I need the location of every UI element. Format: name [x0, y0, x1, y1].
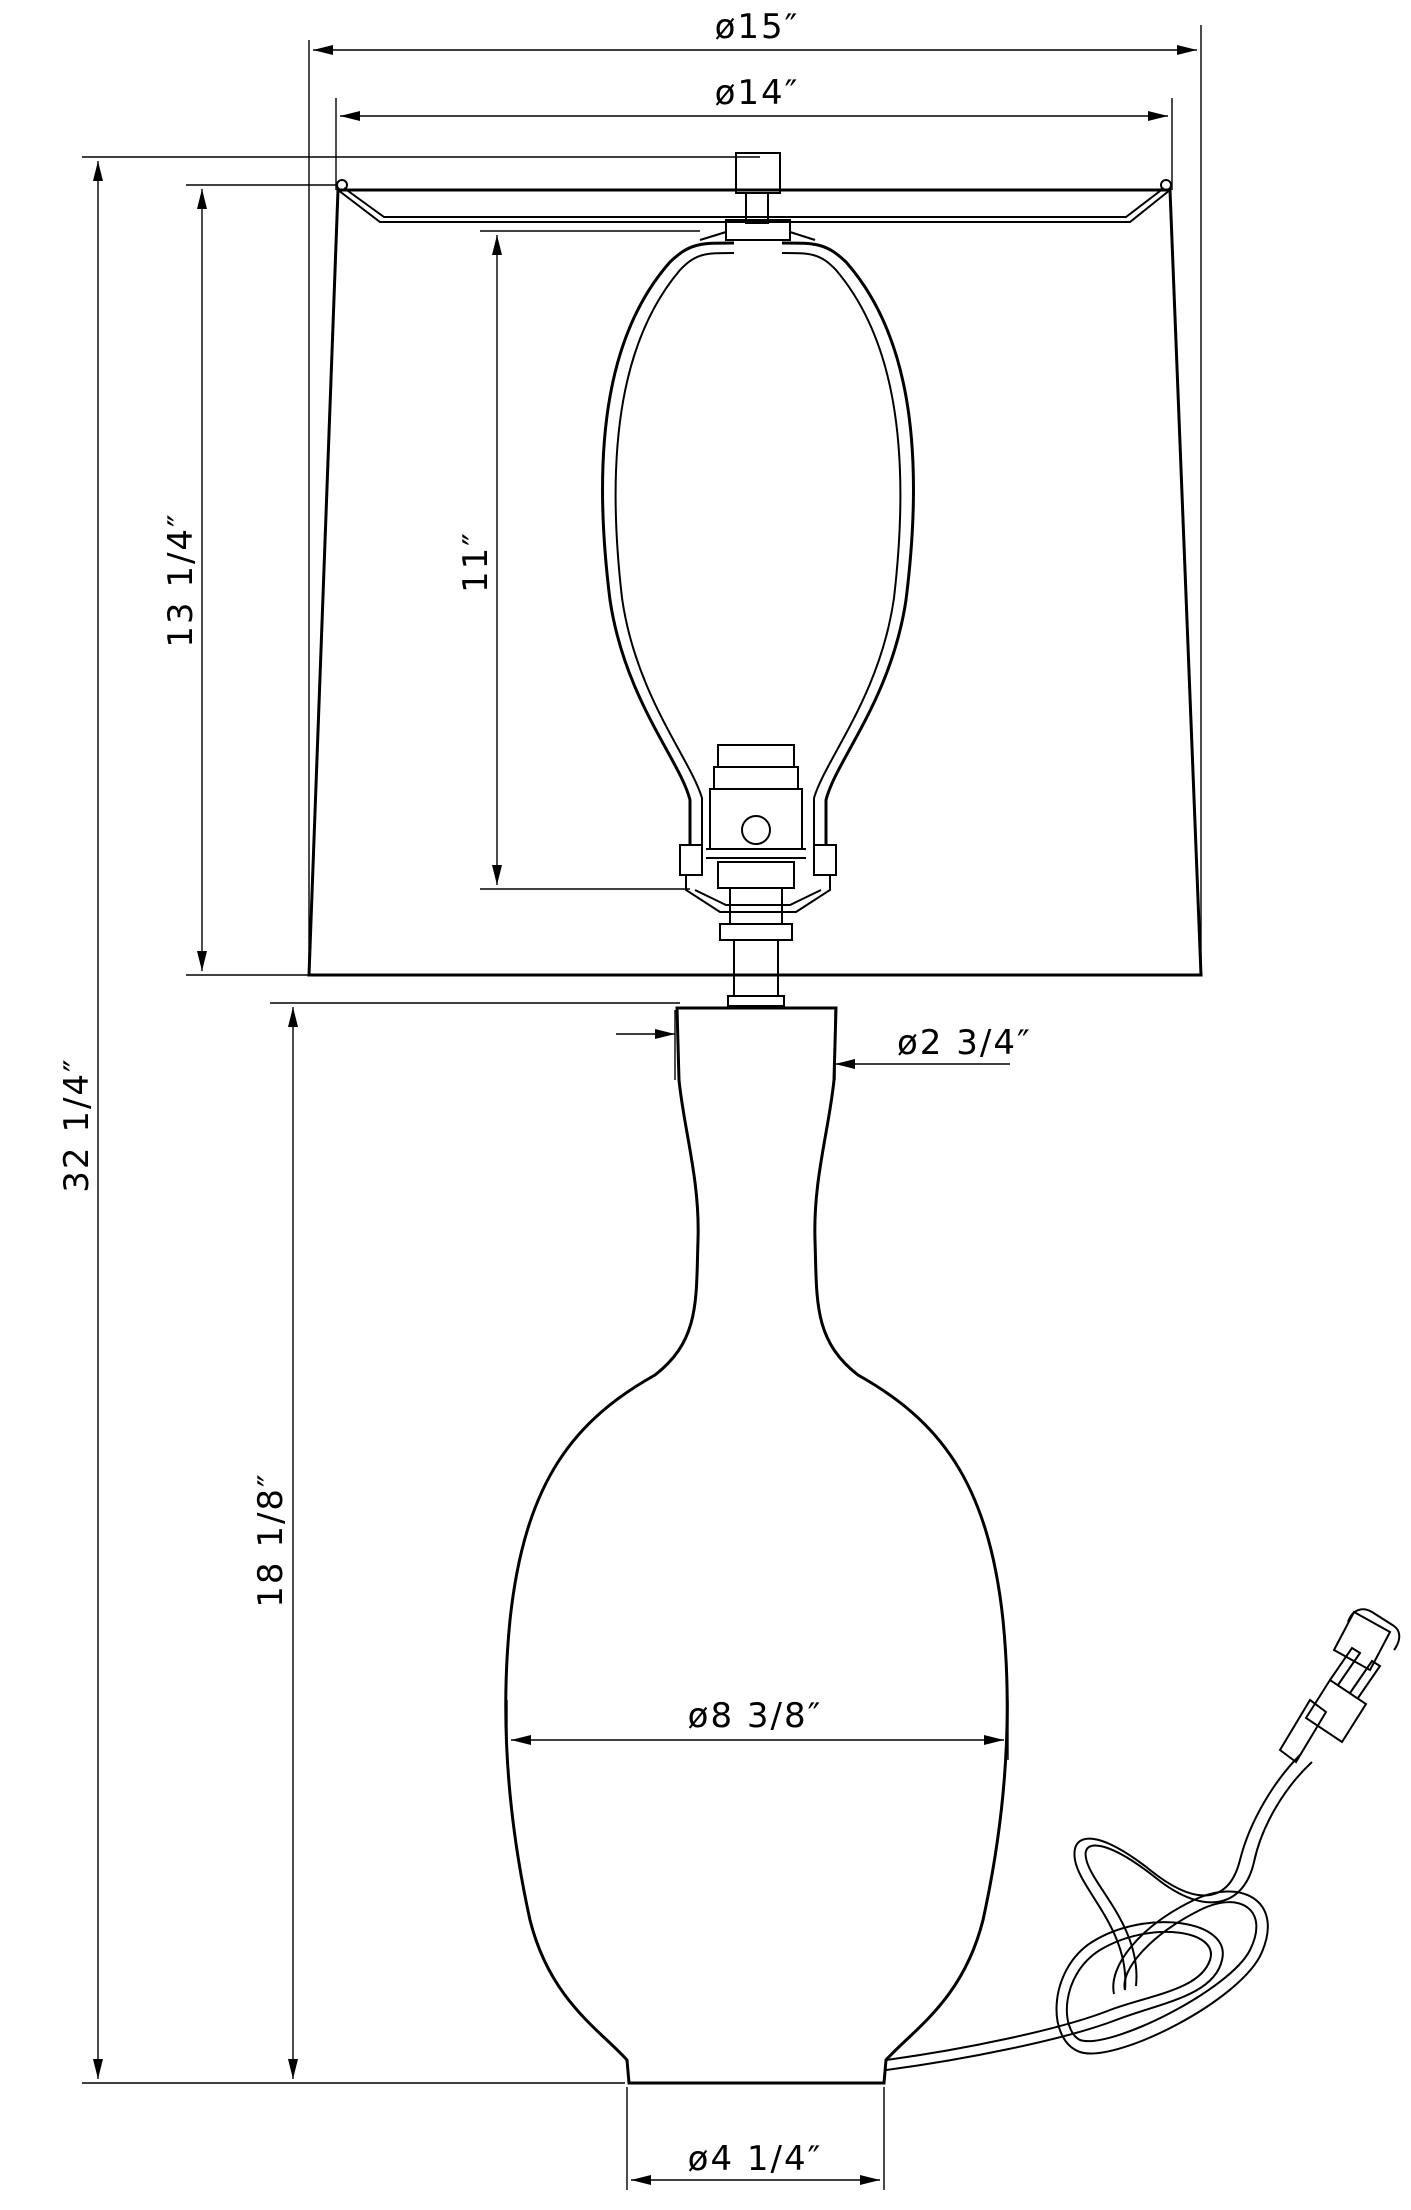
power-cord	[885, 1754, 1313, 2071]
lamp-base-body	[504, 1006, 1009, 2085]
dim-shade-inner-diameter: ø14″	[335, 73, 1173, 190]
dim-neck-diameter: ø2 3/4″	[616, 1010, 1032, 1080]
dim-body-diameter: ø8 3/8″	[506, 1696, 1009, 1760]
neck-diameter-label: ø2 3/4″	[897, 1023, 1032, 1063]
base-height-label: 18 1/8″	[251, 1472, 291, 1608]
shade-inner-diameter-label: ø14″	[715, 73, 800, 113]
lamp-neck-pipe	[719, 923, 793, 1007]
lamp-shade	[307, 179, 1203, 977]
body-diameter-label: ø8 3/8″	[688, 1696, 823, 1736]
dim-base-height: 18 1/8″	[251, 1002, 680, 2079]
shade-top-diameter-label: ø15″	[715, 7, 800, 47]
dim-overall-height: 32 1/4″	[57, 156, 760, 2084]
lamp-socket	[706, 744, 806, 925]
dim-foot-diameter: ø4 1/4″	[626, 2087, 885, 2190]
shade-height-label: 13 1/4″	[161, 512, 201, 648]
lamp-harp	[601, 241, 915, 913]
dim-harp-height: 11″	[456, 230, 700, 890]
overall-height-label: 32 1/4″	[57, 1057, 97, 1193]
foot-diameter-label: ø4 1/4″	[688, 2139, 823, 2179]
finial	[699, 152, 816, 241]
dim-shade-height: 13 1/4″	[161, 184, 336, 976]
power-plug	[1278, 1608, 1401, 1764]
harp-height-label: 11″	[456, 531, 496, 593]
dim-shade-top-diameter: ø15″	[308, 7, 1202, 975]
